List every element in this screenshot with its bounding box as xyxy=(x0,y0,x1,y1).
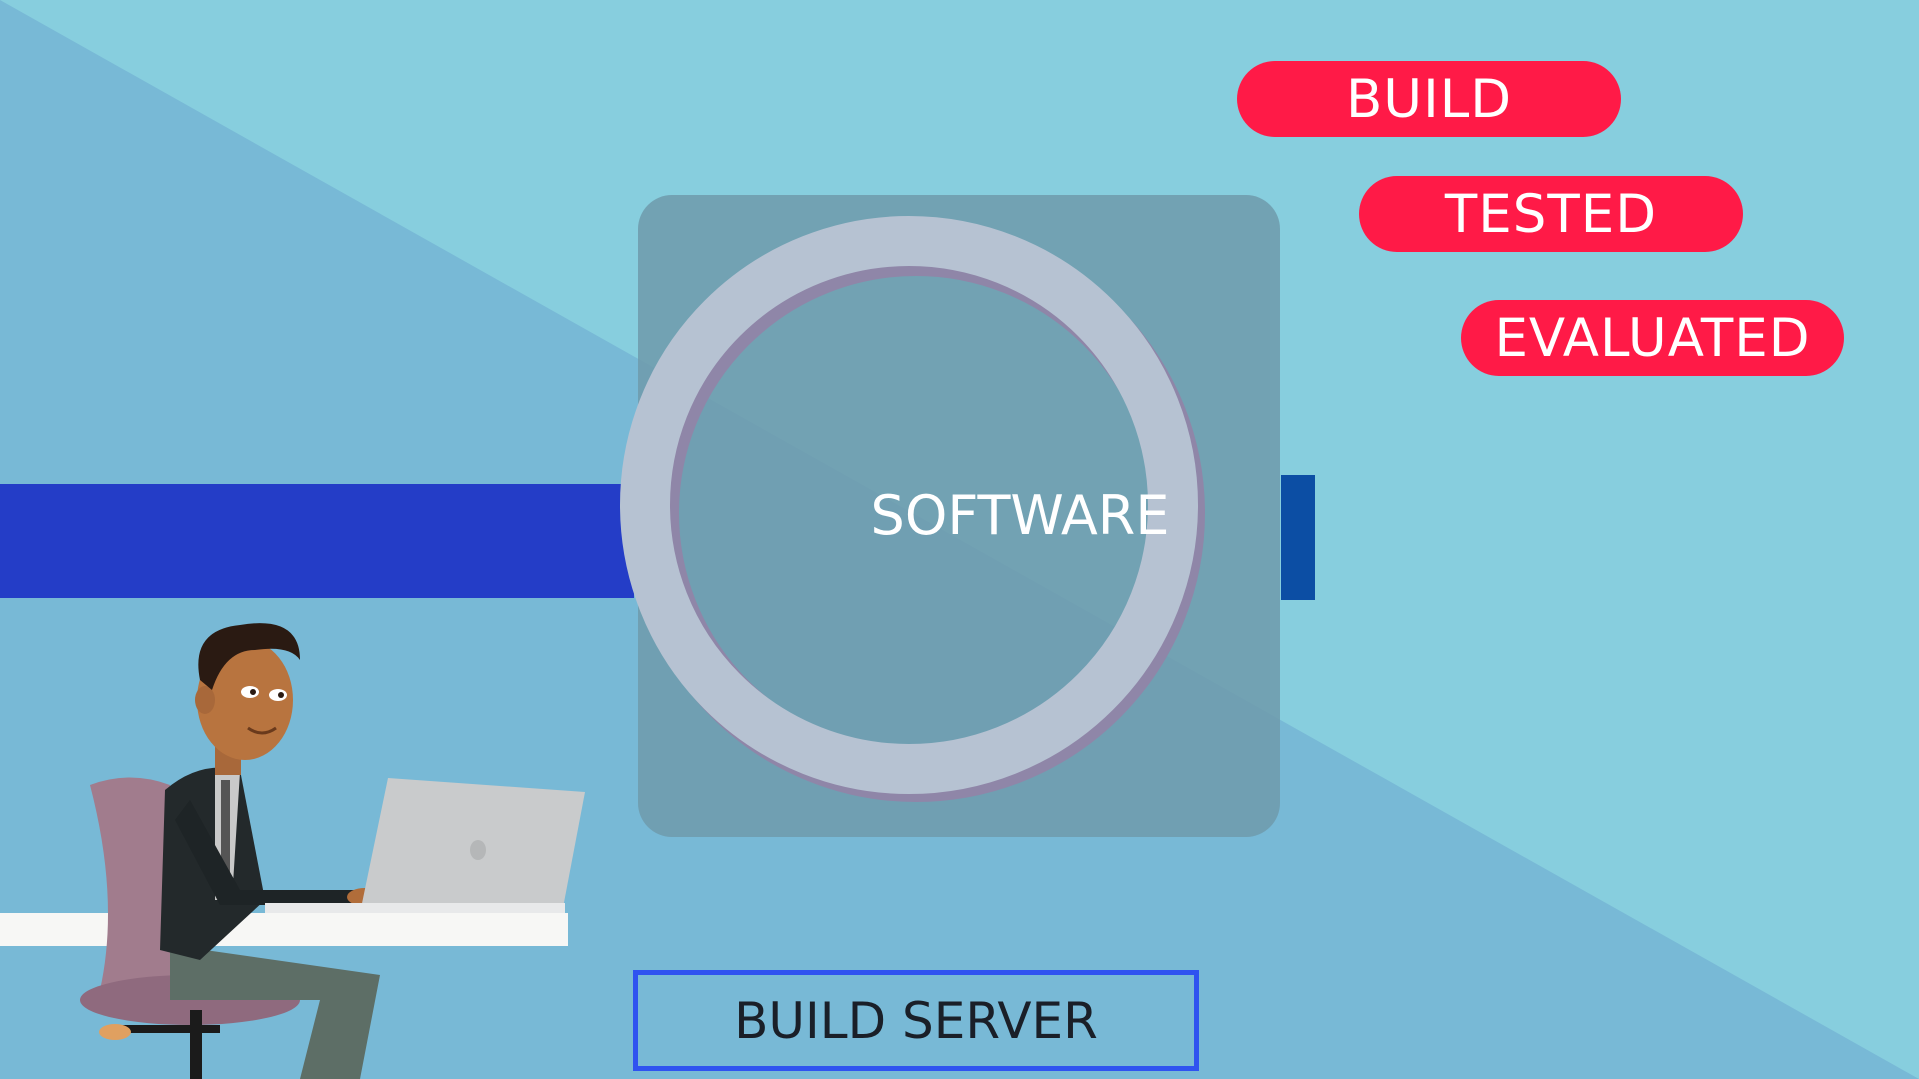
stage-pill-evaluated: EVALUATED xyxy=(1461,300,1844,376)
stage-pill-tested: TESTED xyxy=(1359,176,1743,252)
legs xyxy=(170,945,380,1079)
stage-pill-label: BUILD xyxy=(1345,68,1513,130)
chair-back xyxy=(90,777,175,1004)
stage-pill-label: TESTED xyxy=(1444,183,1658,245)
stage-pill-build: BUILD xyxy=(1237,61,1621,137)
build-server-caption: BUILD SERVER xyxy=(633,970,1199,1071)
laptop-logo-icon xyxy=(470,840,486,860)
mouth xyxy=(247,726,277,735)
hair xyxy=(198,623,300,690)
laptop-base xyxy=(265,903,565,913)
pupil-left xyxy=(250,689,256,695)
chair-post xyxy=(190,1010,202,1079)
ear xyxy=(195,686,215,714)
arm xyxy=(175,800,360,905)
pipeline-bar xyxy=(0,484,634,598)
software-label: SOFTWARE xyxy=(870,484,1170,547)
build-server-label: BUILD SERVER xyxy=(734,991,1098,1050)
pipeline-connector xyxy=(1281,475,1315,600)
ring xyxy=(620,216,1198,794)
chair-wheel xyxy=(99,1024,131,1040)
pupil-right xyxy=(278,692,284,698)
office-worker-illustration xyxy=(80,623,383,1079)
stage-pill-label: EVALUATED xyxy=(1494,307,1811,369)
desk xyxy=(0,913,568,946)
tie xyxy=(221,780,230,890)
chair-base xyxy=(110,1025,220,1033)
laptop xyxy=(265,778,585,913)
